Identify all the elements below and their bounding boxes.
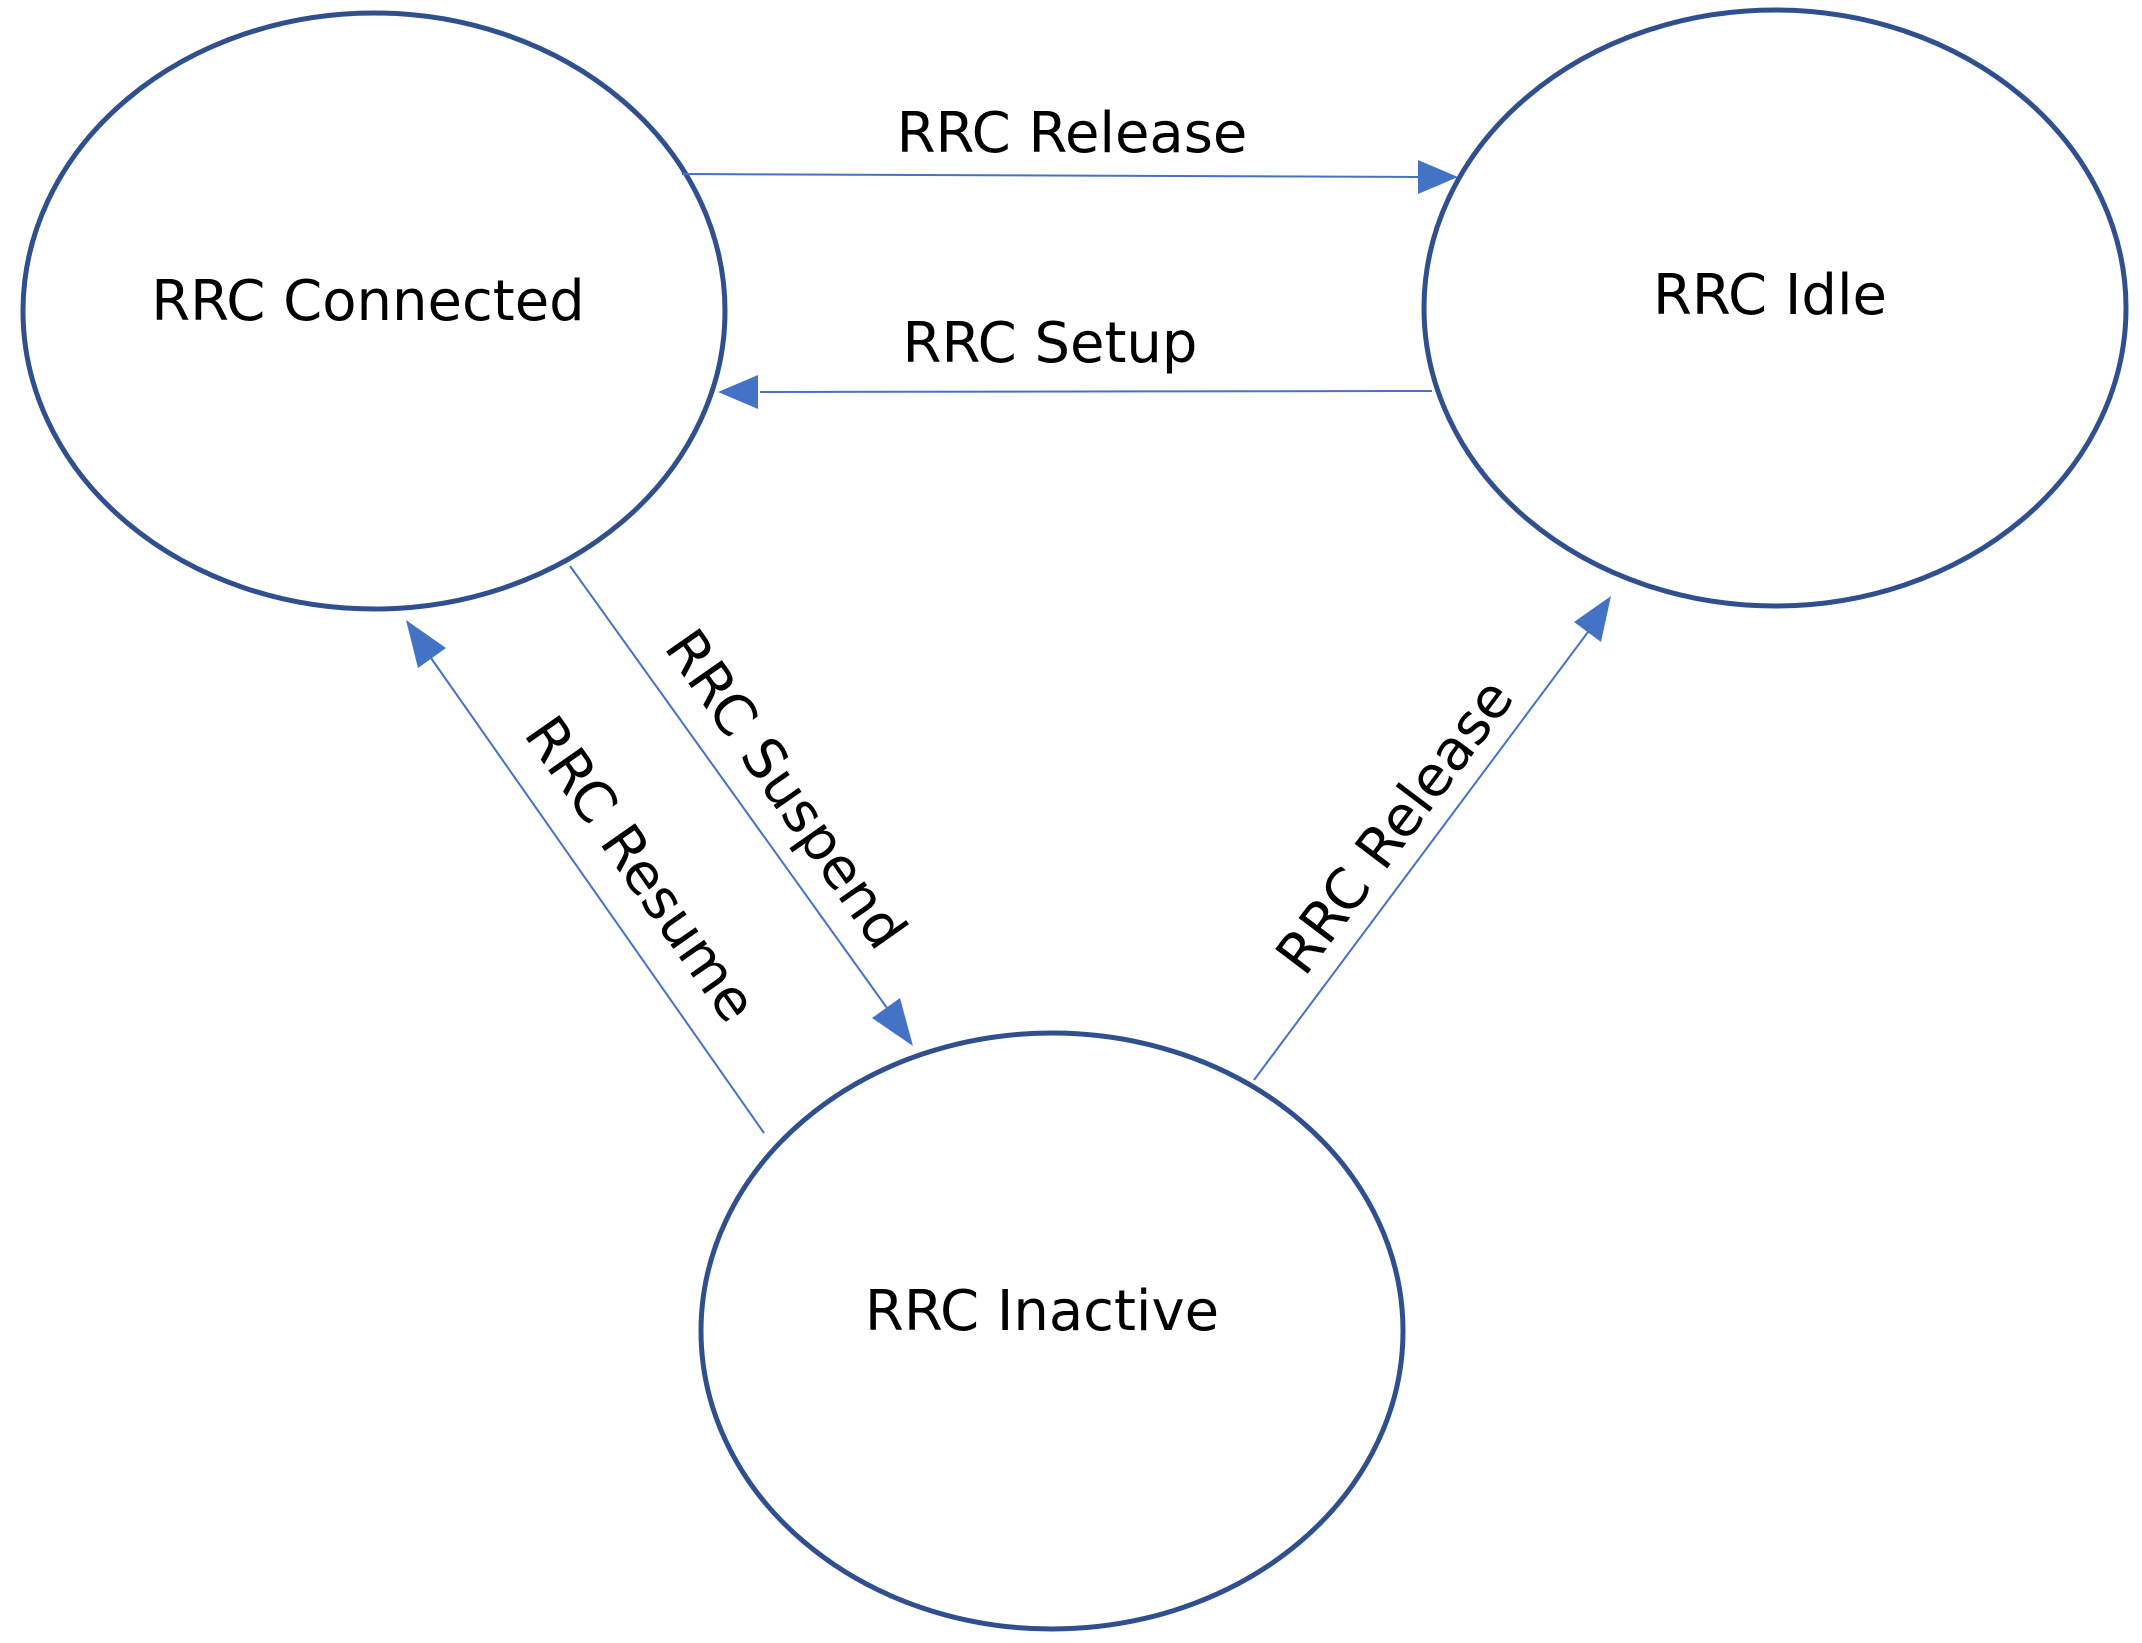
transition-release-diag-arrowhead: [1574, 596, 1611, 642]
transition-release-top-arrowhead: [1418, 160, 1458, 194]
transition-resume-line: [430, 657, 765, 1134]
transition-release-top-line: [681, 173, 1419, 178]
transition-release-inactive-to-idle: RRC Release: [1253, 596, 1611, 1081]
transition-release-connected-to-idle: RRC Release: [681, 101, 1458, 194]
state-rrc-connected-shape: [20, 10, 728, 612]
transition-setup-arrowhead: [718, 375, 758, 409]
transition-resume-arrowhead: [406, 620, 446, 668]
transition-setup-idle-to-connected: RRC Setup: [718, 311, 1433, 409]
state-rrc-idle-label: RRC Idle: [1653, 263, 1887, 328]
state-rrc-inactive-shape: [698, 1030, 1406, 1632]
transition-release-diag-line: [1253, 631, 1589, 1081]
transition-suspend-line: [569, 565, 888, 1009]
transition-release-diag-label: RRC Release: [1264, 667, 1527, 986]
state-rrc-inactive-label: RRC Inactive: [865, 1279, 1219, 1344]
state-rrc-connected: RRC Connected: [20, 10, 728, 612]
state-rrc-idle: RRC Idle: [1421, 7, 2129, 609]
transition-setup-label: RRC Setup: [903, 311, 1198, 376]
state-rrc-connected-label: RRC Connected: [151, 269, 584, 334]
transition-release-top-label: RRC Release: [897, 101, 1248, 166]
state-rrc-inactive: RRC Inactive: [698, 1030, 1406, 1632]
state-rrc-idle-shape: [1421, 7, 2129, 609]
transition-setup-line: [759, 390, 1433, 393]
transition-suspend-arrowhead: [872, 998, 913, 1046]
